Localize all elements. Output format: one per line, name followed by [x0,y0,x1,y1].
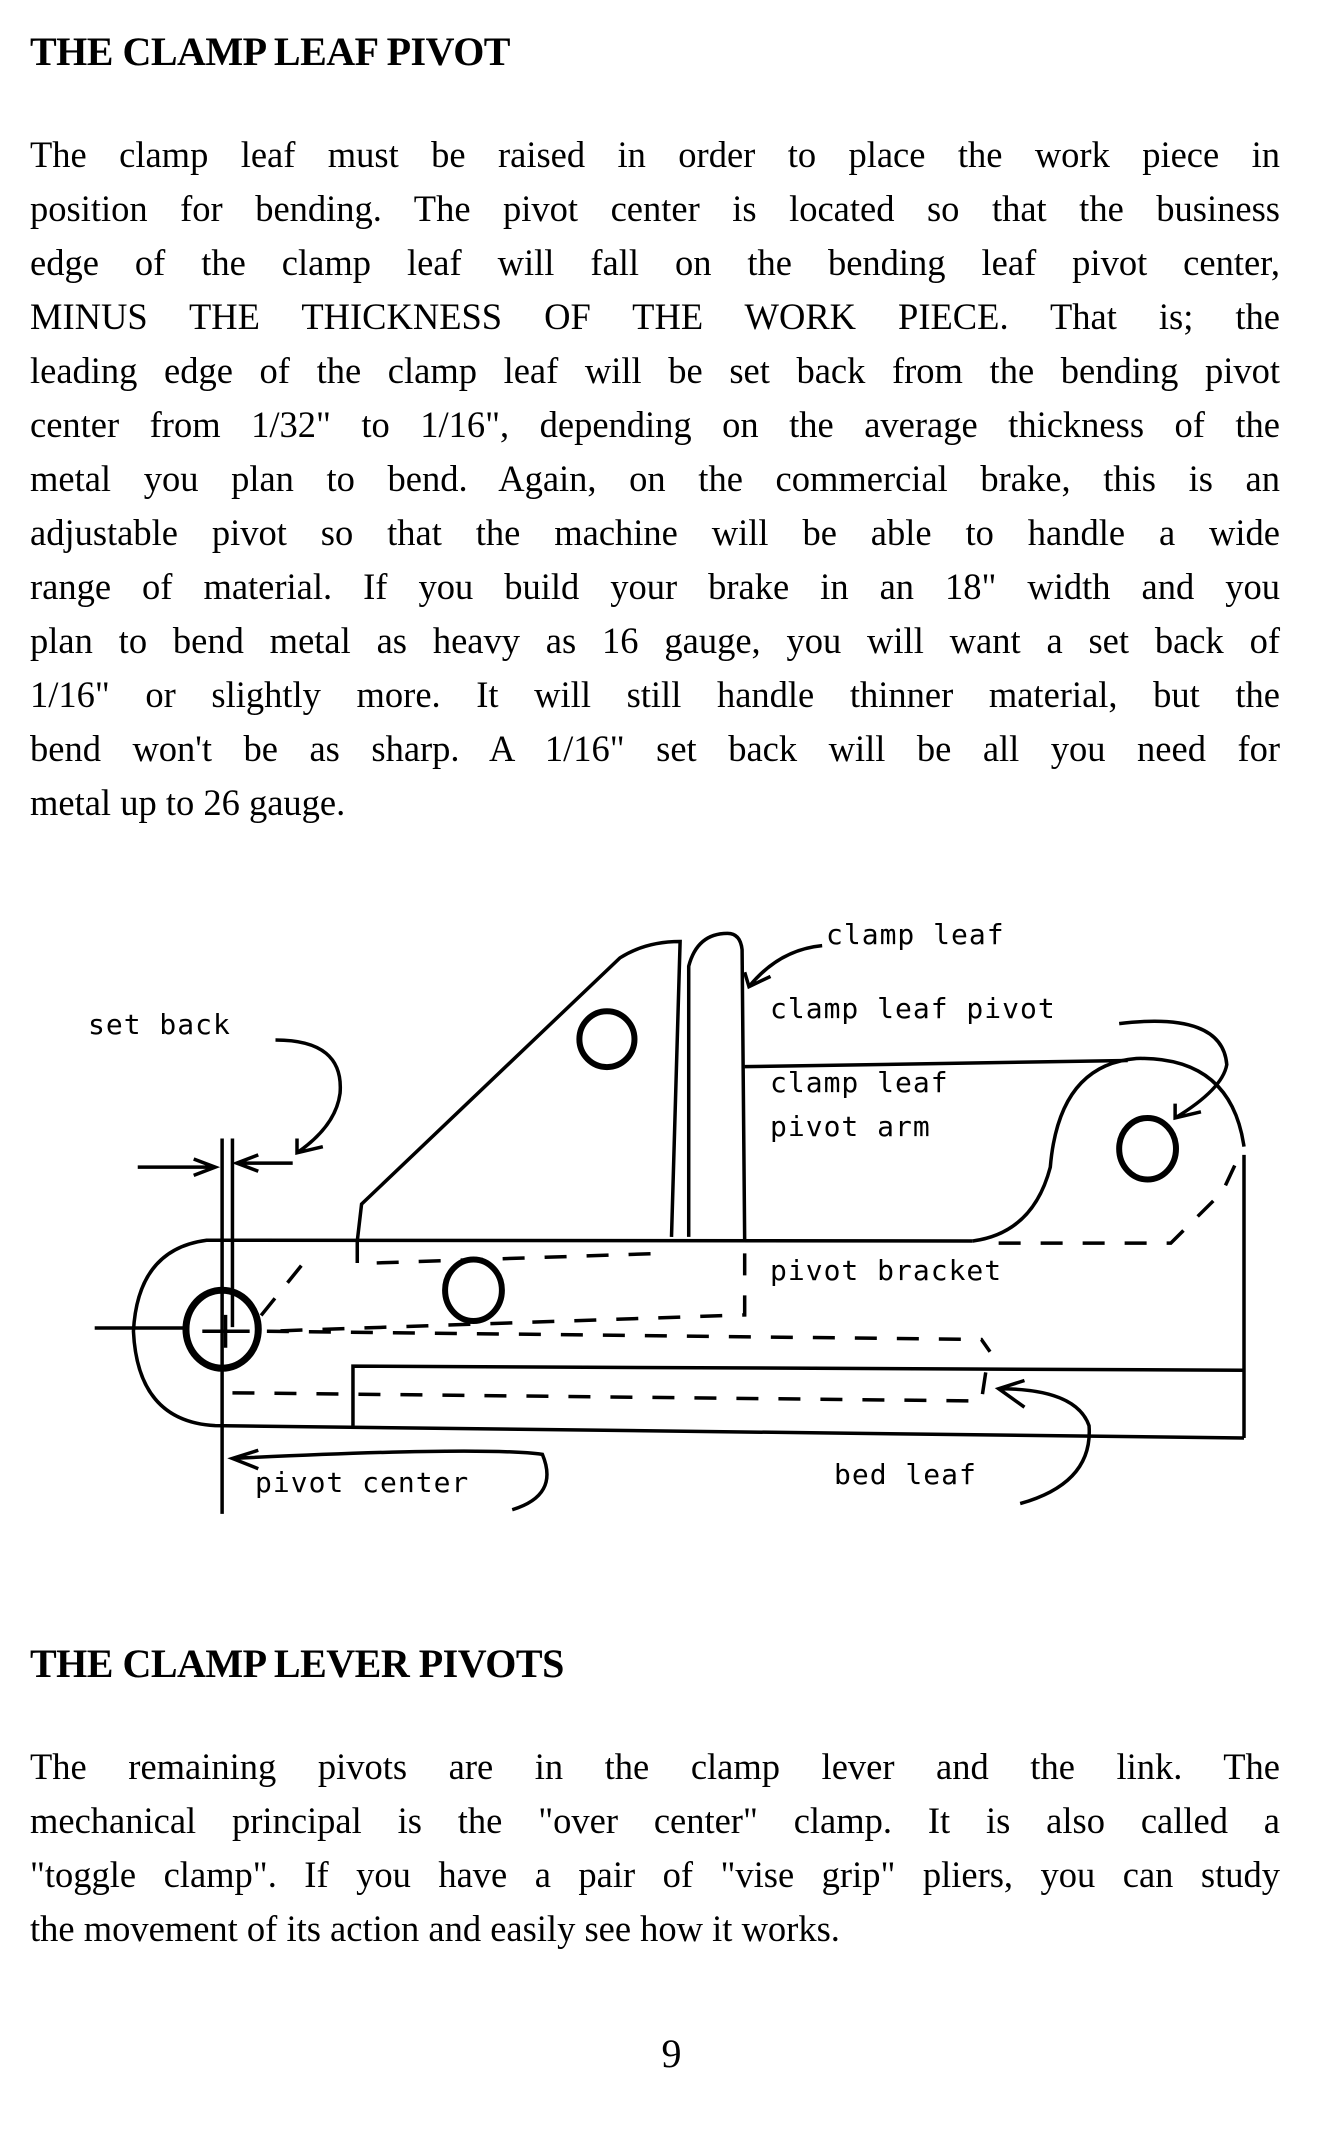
text-line: "toggle clamp". If you have a pair of "v… [30,1854,1280,1895]
pivot-arm-outline [973,1058,1244,1241]
clamp-leaf-pivot-hole [1119,1118,1176,1180]
clamp-leaf-blade [689,933,745,1241]
clamp-leaf-triangle [357,942,680,1241]
label-clamp-leaf-pivot-arm: clamp leaf [770,1066,949,1099]
text-line: metal up to 26 gauge. [30,782,346,823]
hidden-line-bracket [267,1253,745,1331]
clamp-leaf-leader [745,946,822,987]
text-line: the movement of its action and easily se… [30,1908,840,1949]
hidden-line-clamp-leaf-2 [258,1266,301,1319]
label-pivot-arm: pivot arm [770,1110,931,1143]
label-bed-leaf: bed leaf [834,1458,977,1491]
text-line: mechanical principal is the "over center… [30,1800,1280,1841]
text-line: The remaining pivots are in the clamp le… [30,1746,1280,1787]
label-pivot-bracket: pivot bracket [770,1254,1003,1287]
text-line: center from 1/32" to 1/16", depending on… [30,404,1280,445]
paragraph-clamp-leaf-pivot: The clamp leaf must be raised in order t… [30,128,1280,830]
bed-leaf-leader [999,1381,1090,1504]
label-clamp-leaf: clamp leaf [826,918,1005,951]
set-back-arrow-right [237,1155,293,1171]
clamp-leaf-hole [579,1011,634,1067]
cross-mark [202,1315,249,1348]
label-set-back: set back [88,1008,231,1041]
paragraph-clamp-lever-pivots: The remaining pivots are in the clamp le… [30,1740,1280,1956]
text-line: position for bending. The pivot center i… [30,188,1280,229]
text-line: metal you plan to bend. Again, on the co… [30,458,1280,499]
section-heading-clamp-lever-pivots: THE CLAMP LEVER PIVOTS [30,1641,564,1686]
pivot-center-leader [232,1450,547,1509]
text-line: range of material. If you build your bra… [30,566,1280,607]
clamp-leaf-pivot-diagram [0,880,1343,1520]
text-line: bend won't be as sharp. A 1/16" set back… [30,728,1280,769]
text-line: leading edge of the clamp leaf will be s… [30,350,1280,391]
hidden-line-clamp-leaf [357,1241,663,1264]
pivot-leader [1119,1021,1227,1118]
pivot-bracket-outline [133,1240,1244,1438]
hidden-line-bracket-2 [267,1331,990,1352]
hidden-line-bed [232,1372,985,1401]
page-number: 9 [661,2031,682,2076]
hidden-line-arm [999,1155,1240,1243]
text-line: MINUS THE THICKNESS OF THE WORK PIECE. T… [30,296,1280,337]
label-clamp-leaf-pivot: clamp leaf pivot [770,992,1056,1025]
label-pivot-center: pivot center [255,1466,470,1499]
text-line: 1/16" or slightly more. It will still ha… [30,674,1280,715]
set-back-leader [275,1040,340,1153]
text-line: The clamp leaf must be raised in order t… [30,134,1280,175]
text-line: adjustable pivot so that the machine wil… [30,512,1280,553]
pivot-arm-top-line [745,1061,1128,1067]
bed-leaf-outline [353,1366,1244,1425]
section-heading-clamp-leaf-pivot: THE CLAMP LEAF PIVOT [30,29,510,74]
set-back-arrow-left [138,1159,215,1175]
bracket-hole [445,1259,502,1321]
text-line: edge of the clamp leaf will fall on the … [30,242,1280,283]
text-line: plan to bend metal as heavy as 16 gauge,… [30,620,1280,661]
